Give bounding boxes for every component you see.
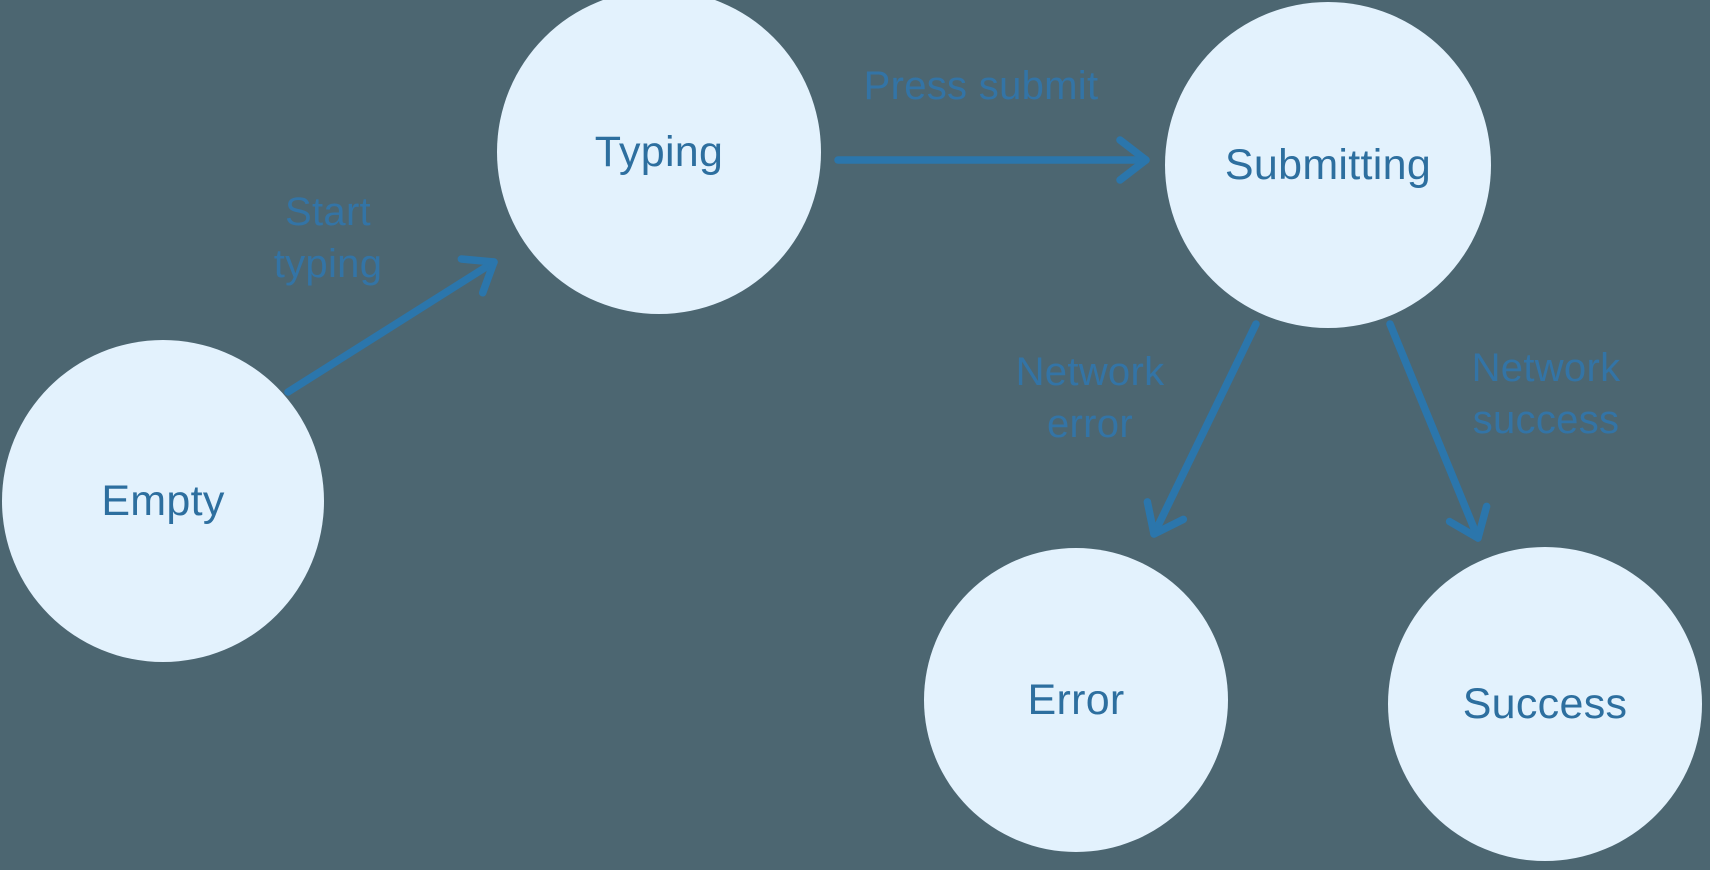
state-label-success: Success: [1462, 679, 1628, 728]
transition-label-press-submit: Press submit: [863, 64, 1099, 108]
state-node-error: Error: [924, 548, 1228, 852]
edge-empty-to-typing: [284, 255, 498, 396]
state-label-typing: Typing: [594, 127, 724, 176]
transition-label-network-success: Network success: [1471, 346, 1621, 442]
state-label-error: Error: [1027, 675, 1125, 724]
edge-submitting-to-error: [1143, 320, 1260, 538]
state-node-submitting: Submitting: [1165, 2, 1491, 328]
state-node-success: Success: [1388, 547, 1702, 861]
transition-label-start-typing: Start typing: [273, 190, 383, 286]
state-label-empty: Empty: [101, 476, 225, 525]
edge-submitting-to-success: [1386, 320, 1491, 542]
state-node-typing: Typing: [497, 0, 821, 314]
state-label-submitting: Submitting: [1224, 140, 1432, 189]
state-node-empty: Empty: [2, 340, 324, 662]
transition-label-network-error: Network error: [1015, 350, 1165, 446]
